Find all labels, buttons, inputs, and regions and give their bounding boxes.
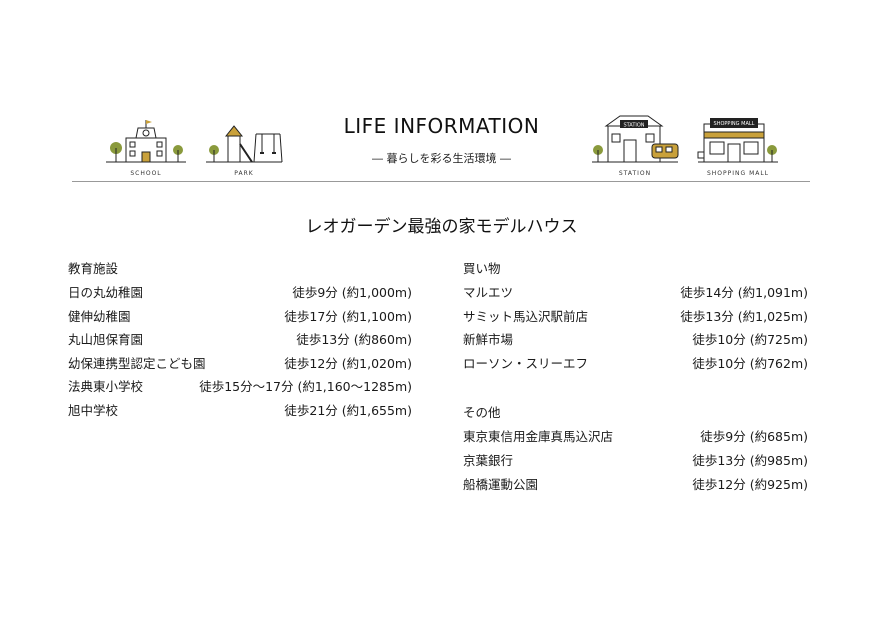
- mall-sign: SHOPPING MALL: [714, 121, 755, 127]
- park-icon: [206, 125, 283, 163]
- model-house-heading: レオガーデン最強の家モデルハウス: [305, 217, 578, 237]
- facility-distance: 徒歩12分 (約1,020m): [284, 355, 412, 371]
- facility-name: 京葉銀行: [463, 452, 514, 468]
- mall-illustration: SHOPPING MALL SHOPPING MALL: [696, 110, 780, 177]
- facility-distance: 徒歩13分 (約985m): [692, 452, 808, 468]
- page-subtitle: ― 暮らしを彩る生活環境 ―: [372, 152, 511, 165]
- list-item: 船橋運動公園 徒歩12分 (約925m): [463, 474, 808, 492]
- station-label: STATION: [618, 170, 652, 177]
- list-item: 健伸幼稚園 徒歩17分 (約1,100m): [68, 306, 412, 324]
- facility-distance: 徒歩10分 (約725m): [692, 332, 808, 348]
- facility-distance: 徒歩14分 (約1,091m): [680, 285, 808, 300]
- park-illustration: PARK: [204, 116, 284, 177]
- school-illustration: SCHOOL: [104, 116, 188, 177]
- list-item: 幼保連携型認定こども園 徒歩12分 (約1,020m): [68, 353, 412, 371]
- facility-distance: 徒歩15分〜17分 (約1,160〜1285m): [199, 379, 412, 395]
- facility-name: マルエツ: [463, 285, 514, 300]
- facility-name: 東京東信用金庫真馬込沢店: [463, 429, 614, 445]
- station-icon: STATION: [592, 115, 679, 163]
- mall-label: SHOPPING MALL: [706, 170, 770, 177]
- station-illustration: STATION STATION: [590, 110, 680, 177]
- school-label: SCHOOL: [130, 170, 162, 177]
- facility-name: 幼保連携型認定こども園: [68, 355, 206, 371]
- other-category-title: その他: [463, 405, 501, 421]
- park-label: PARK: [234, 170, 254, 177]
- facility-distance: 徒歩13分 (約1,025m): [680, 308, 808, 324]
- education-category-title: 教育施設: [68, 261, 119, 276]
- list-item: 新鮮市場 徒歩10分 (約725m): [463, 329, 808, 347]
- list-item: マルエツ 徒歩14分 (約1,091m): [463, 282, 808, 300]
- facility-distance: 徒歩17分 (約1,100m): [284, 308, 412, 324]
- facility-distance: 徒歩9分 (約685m): [700, 429, 808, 445]
- section-spacer: [463, 376, 808, 402]
- shopping-mall-icon: SHOPPING MALL: [697, 118, 778, 163]
- facility-distance: 徒歩12分 (約925m): [692, 476, 808, 492]
- facility-distance: 徒歩13分 (約860m): [296, 332, 412, 348]
- facility-name: 船橋運動公園: [463, 476, 539, 492]
- header-divider: [72, 181, 810, 182]
- school-icon: [106, 120, 186, 163]
- facility-name: ローソン・スリーエフ: [463, 355, 589, 371]
- list-item: ローソン・スリーエフ 徒歩10分 (約762m): [463, 353, 808, 371]
- list-item: 東京東信用金庫真馬込沢店 徒歩9分 (約685m): [463, 426, 808, 444]
- facility-name: 丸山旭保育園: [68, 332, 144, 348]
- list-item: 旭中学校 徒歩21分 (約1,655m): [68, 400, 412, 418]
- facility-name: 健伸幼稚園: [68, 308, 131, 324]
- facility-name: 旭中学校: [68, 402, 119, 418]
- facility-name: サミット馬込沢駅前店: [463, 308, 589, 324]
- facility-distance: 徒歩21分 (約1,655m): [284, 402, 412, 418]
- facility-distance: 徒歩10分 (約762m): [692, 355, 808, 371]
- shopping-category-title: 買い物: [463, 261, 501, 276]
- page-title: LIFE INFORMATION: [343, 114, 540, 138]
- list-item: 日の丸幼稚園 徒歩9分 (約1,000m): [68, 282, 412, 300]
- list-item: 丸山旭保育園 徒歩13分 (約860m): [68, 329, 412, 347]
- list-item: 法典東小学校 徒歩15分〜17分 (約1,160〜1285m): [68, 376, 412, 394]
- list-item: サミット馬込沢駅前店 徒歩13分 (約1,025m): [463, 306, 808, 324]
- education-section: 教育施設 日の丸幼稚園 徒歩9分 (約1,000m) 健伸幼稚園 徒歩17分 (約1…: [68, 258, 412, 424]
- shopping-and-other-section: 買い物 マルエツ徒歩14分 (約1,091m) サミット馬込沢駅前店徒歩13分 …: [463, 258, 808, 497]
- facility-distance: 徒歩9分 (約1,000m): [292, 285, 412, 300]
- facility-name: 法典東小学校: [68, 379, 144, 395]
- list-item: 京葉銀行 徒歩13分 (約985m): [463, 450, 808, 468]
- station-sign: STATION: [623, 123, 644, 129]
- facility-name: 日の丸幼稚園: [68, 285, 144, 300]
- facility-name: 新鮮市場: [463, 332, 514, 348]
